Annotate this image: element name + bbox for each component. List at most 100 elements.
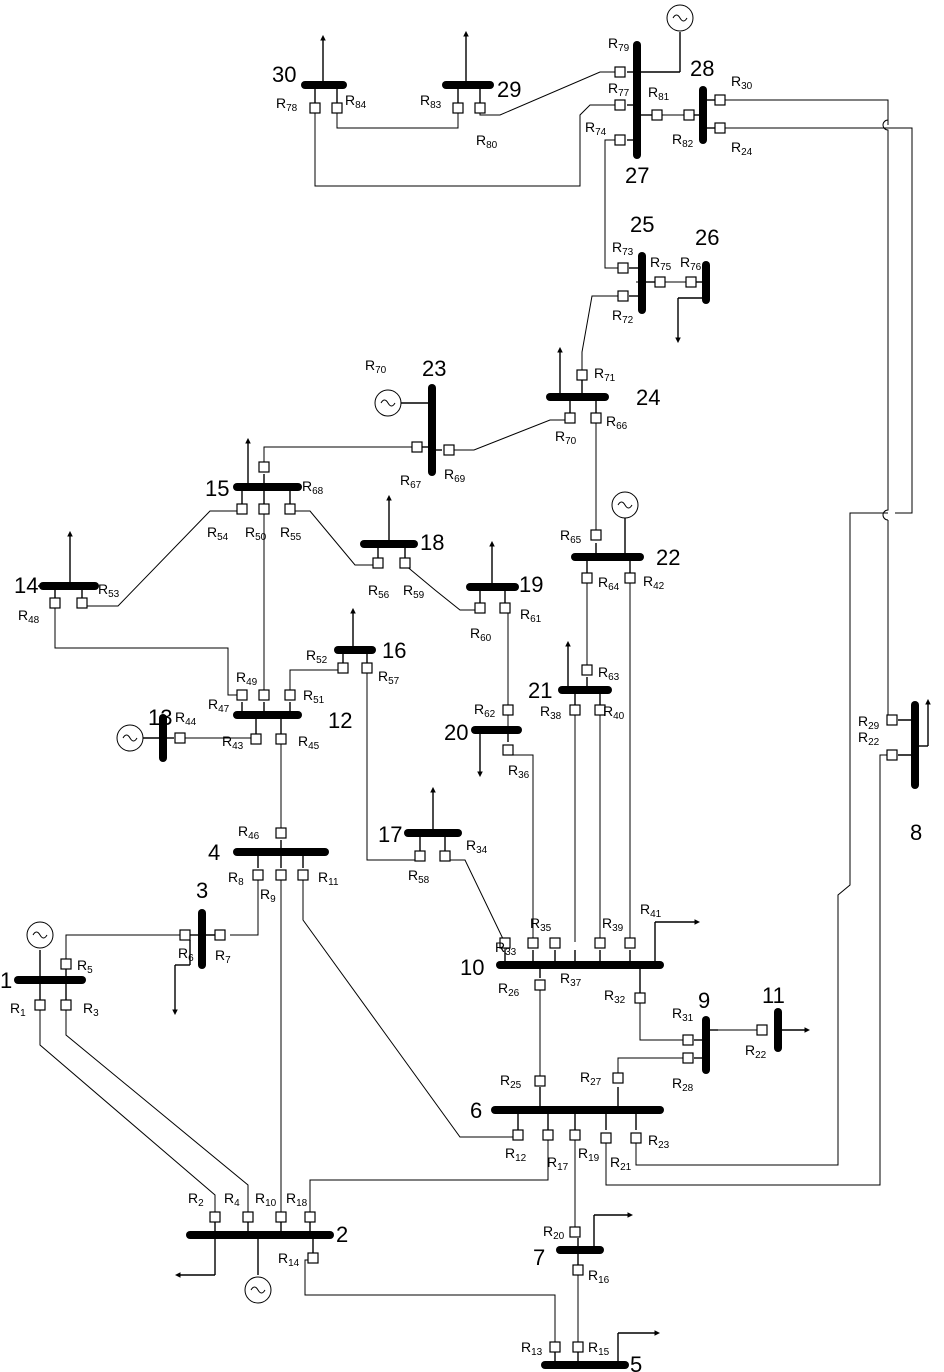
relay-R45[interactable] xyxy=(275,733,287,745)
relay-R81[interactable] xyxy=(651,109,663,121)
relay-R33[interactable] xyxy=(499,937,511,949)
relay-R56[interactable] xyxy=(372,557,384,569)
relay-R13[interactable] xyxy=(549,1341,561,1353)
relay-R27[interactable] xyxy=(612,1072,624,1084)
relay-R1[interactable] xyxy=(34,999,46,1011)
relay-R8[interactable] xyxy=(252,869,264,881)
relay-R41[interactable] xyxy=(624,937,636,949)
relay-R37[interactable] xyxy=(549,937,561,949)
bus-4-label: 4 xyxy=(208,840,220,865)
relay-R18[interactable] xyxy=(304,1211,316,1223)
relay-R29[interactable] xyxy=(886,714,898,726)
relay-R25[interactable] xyxy=(534,1075,546,1087)
relay-R38[interactable] xyxy=(569,704,581,716)
relay-R33-label: R33 xyxy=(495,939,517,958)
relay-R31[interactable] xyxy=(682,1034,694,1046)
relay-R83[interactable] xyxy=(452,102,464,114)
relay-R61[interactable] xyxy=(499,602,511,614)
relay-R50[interactable] xyxy=(258,503,270,515)
relay-R53[interactable] xyxy=(76,597,88,609)
relay-R69[interactable] xyxy=(443,444,455,456)
relay-R26[interactable] xyxy=(534,979,546,991)
relay-R12-label: R12 xyxy=(505,1145,527,1164)
relay-R5[interactable] xyxy=(60,958,72,970)
relay-R2[interactable] xyxy=(209,1211,221,1223)
relay-R55[interactable] xyxy=(284,503,296,515)
relay-R7[interactable] xyxy=(214,929,226,941)
relay-R36[interactable] xyxy=(502,744,514,756)
relay-R46[interactable] xyxy=(275,827,287,839)
relay-R59[interactable] xyxy=(399,557,411,569)
relay-R47[interactable] xyxy=(236,689,248,701)
relay-R23[interactable] xyxy=(630,1132,642,1144)
relay-R19[interactable] xyxy=(569,1129,581,1141)
relay-R15-label: R15 xyxy=(588,1339,610,1358)
relay-R34[interactable] xyxy=(439,850,451,862)
relay-R10[interactable] xyxy=(275,1211,287,1223)
relay-R74[interactable] xyxy=(614,134,626,146)
relay-R40[interactable] xyxy=(594,704,606,716)
relay-R21-label: R21 xyxy=(610,1154,632,1173)
relay-R14[interactable] xyxy=(307,1252,319,1264)
relay-R16[interactable] xyxy=(572,1264,584,1276)
relay-R77[interactable] xyxy=(614,99,626,111)
relay-R28[interactable] xyxy=(682,1052,694,1064)
relay-R34-label: R34 xyxy=(466,837,488,856)
relay-R32[interactable] xyxy=(634,992,646,1004)
relay-R22b[interactable] xyxy=(756,1024,768,1036)
line-4-6 xyxy=(302,875,515,1138)
relay-R52[interactable] xyxy=(337,662,349,674)
relay-R54[interactable] xyxy=(236,503,248,515)
relay-R58[interactable] xyxy=(414,850,426,862)
relay-R48[interactable] xyxy=(49,597,61,609)
relay-R17[interactable] xyxy=(542,1129,554,1141)
relay-R35[interactable] xyxy=(527,937,539,949)
relay-R73[interactable] xyxy=(617,262,629,274)
relay-R4[interactable] xyxy=(242,1211,254,1223)
relay-R30[interactable] xyxy=(714,94,726,106)
relay-R49[interactable] xyxy=(258,689,270,701)
relay-R67[interactable] xyxy=(411,441,423,453)
relay-R65[interactable] xyxy=(590,529,602,541)
relay-R3[interactable] xyxy=(60,999,72,1011)
relay-R44[interactable] xyxy=(174,732,186,744)
relay-R75[interactable] xyxy=(654,276,666,288)
relay-R57[interactable] xyxy=(361,662,373,674)
relay-R21[interactable] xyxy=(600,1132,612,1144)
relay-R22a[interactable] xyxy=(886,749,898,761)
relay-R15[interactable] xyxy=(572,1341,584,1353)
relay-R31-label: R31 xyxy=(672,1005,694,1024)
line-9-10 xyxy=(639,1000,688,1041)
line-25-27 xyxy=(604,139,622,269)
relay-R39[interactable] xyxy=(594,937,606,949)
bus-9-label: 9 xyxy=(698,988,710,1013)
relay-R42[interactable] xyxy=(624,572,636,584)
relay-R80[interactable] xyxy=(474,102,486,114)
relay-R71[interactable] xyxy=(576,369,588,381)
relay-R24[interactable] xyxy=(714,122,726,134)
relay-R70a[interactable] xyxy=(564,412,576,424)
relay-R66[interactable] xyxy=(590,412,602,424)
relay-R72[interactable] xyxy=(617,290,629,302)
relay-R51[interactable] xyxy=(284,689,296,701)
bus-15-label: 15 xyxy=(205,476,229,501)
relay-R43[interactable] xyxy=(250,733,262,745)
relay-R60[interactable] xyxy=(474,602,486,614)
relay-R84[interactable] xyxy=(331,102,343,114)
relay-R9-label: R9 xyxy=(260,886,276,905)
relay-R9[interactable] xyxy=(275,869,287,881)
relay-R63[interactable] xyxy=(581,664,593,676)
relay-R79[interactable] xyxy=(614,66,626,78)
relay-R12[interactable] xyxy=(512,1129,524,1141)
relay-R76[interactable] xyxy=(685,276,697,288)
relay-R6[interactable] xyxy=(179,929,191,941)
relay-R11[interactable] xyxy=(297,869,309,881)
relay-R68[interactable] xyxy=(258,461,270,473)
line-29-30 xyxy=(336,110,459,129)
relay-R78[interactable] xyxy=(309,102,321,114)
line-12-14 xyxy=(54,605,242,696)
relay-R64[interactable] xyxy=(581,572,593,584)
relay-R62[interactable] xyxy=(502,704,514,716)
relay-R82[interactable] xyxy=(683,109,695,121)
relay-R20[interactable] xyxy=(569,1226,581,1238)
